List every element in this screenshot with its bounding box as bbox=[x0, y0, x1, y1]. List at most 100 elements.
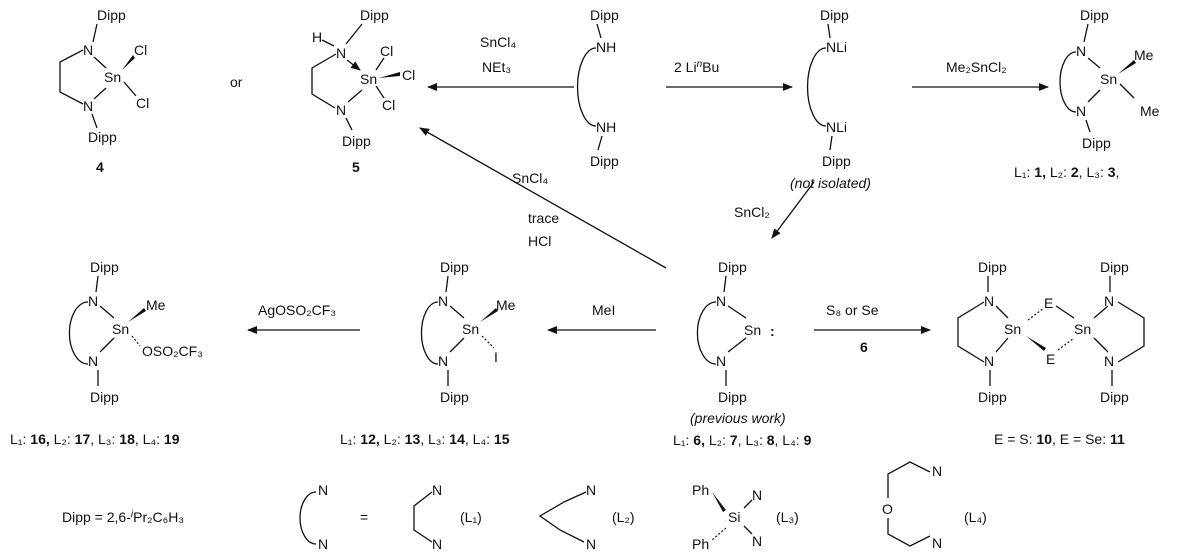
legend-l4: (L₄) bbox=[964, 509, 987, 525]
compound-5-cl-top: Cl bbox=[380, 43, 393, 59]
compound-4: Dipp N Sn N Dipp Cl Cl 4 bbox=[59, 7, 149, 175]
dimer-n-tl: N bbox=[984, 293, 994, 309]
diamine-nh-top: NH bbox=[596, 39, 616, 55]
c123-series: L₁: 1, L₂: 2, L₃: 3, bbox=[1014, 164, 1119, 180]
legend-l1: (L₁) bbox=[460, 509, 482, 525]
compound-5-label: 5 bbox=[352, 159, 360, 175]
compound-4-dipp-top: Dipp bbox=[97, 7, 126, 23]
legend-generic-n-top: N bbox=[318, 482, 328, 498]
c69-n-top: N bbox=[716, 293, 726, 309]
compounds-1-3: Dipp N Sn N Dipp Me Me L₁: 1, L₂: 2, L₃:… bbox=[1014, 7, 1160, 180]
reagent-trace: trace bbox=[528, 210, 559, 226]
legend-l2-n-top: N bbox=[586, 482, 596, 498]
c123-sn: Sn bbox=[1100, 71, 1117, 87]
dilithium-dipp-top: Dipp bbox=[820, 7, 849, 23]
c123-n-bottom: N bbox=[1076, 103, 1086, 119]
c1215-me: Me bbox=[496, 297, 516, 313]
c1215-dipp-top: Dipp bbox=[440, 259, 469, 275]
diamine-nh-bottom: NH bbox=[596, 119, 616, 135]
compound-4-n-top: N bbox=[83, 42, 93, 58]
dilithium-nli-bottom: NLi bbox=[826, 119, 847, 135]
legend-l3-ph-top: Ph bbox=[692, 482, 709, 498]
reagent-sncl2: SnCl₂ bbox=[734, 204, 770, 220]
compound-4-n-bottom: N bbox=[83, 98, 93, 114]
legend-l3-si: Si bbox=[728, 509, 740, 525]
legend-l2-n-bottom: N bbox=[586, 536, 596, 552]
c1619-sn: Sn bbox=[112, 321, 129, 337]
reagent-compound-6: 6 bbox=[860, 339, 868, 355]
or-text: or bbox=[230, 74, 243, 90]
legend-generic-n-bottom: N bbox=[318, 536, 328, 552]
triflates-16-19: Dipp N Sn Me OSO₂CF₃ N Dipp L₁: 16, L₂: … bbox=[10, 259, 203, 447]
legend: Dipp = 2,6-iPr₂C₆H₃ N N = N N (L₁) N N (… bbox=[62, 461, 987, 552]
dimers-10-11: Dipp N Sn N Dipp E E Sn N Dipp N Dipp E … bbox=[957, 259, 1145, 447]
legend-l4-o: O bbox=[882, 501, 893, 517]
compound-4-dipp-bottom: Dipp bbox=[88, 129, 117, 145]
c69-dipp-bottom: Dipp bbox=[718, 389, 747, 405]
dimer-n-tr: N bbox=[1104, 293, 1114, 309]
c123-dipp-bottom: Dipp bbox=[1082, 135, 1111, 151]
compound-4-cl-bottom: Cl bbox=[136, 95, 149, 111]
compound-5-n-top: N bbox=[336, 45, 346, 61]
c69-n-bottom: N bbox=[716, 353, 726, 369]
dimer-n-br: N bbox=[1104, 353, 1114, 369]
diamine-dipp-top: Dipp bbox=[590, 7, 619, 23]
not-isolated-note: (not isolated) bbox=[790, 175, 871, 191]
legend-l1-n-bottom: N bbox=[432, 536, 442, 552]
dimer-e-top: E bbox=[1044, 295, 1053, 311]
compound-5-sn: Sn bbox=[360, 71, 377, 87]
c1215-i: I bbox=[494, 349, 498, 365]
dimer-dipp-tr: Dipp bbox=[1100, 259, 1129, 275]
legend-l2: (L₂) bbox=[612, 509, 635, 525]
c123-me-bottom: Me bbox=[1140, 103, 1160, 119]
c69-series: L₁: 6, L₂: 7, L₃: 8, L₄: 9 bbox=[673, 432, 812, 448]
iodides-12-15: Dipp N Sn Me I N Dipp L₁: 12, L₂: 13, L₃… bbox=[340, 259, 516, 447]
c123-n-top: N bbox=[1076, 43, 1086, 59]
compound-5-h: H bbox=[312, 29, 322, 45]
dimer-dipp-tl: Dipp bbox=[978, 259, 1007, 275]
c1215-dipp-bottom: Dipp bbox=[440, 389, 469, 405]
legend-l3-n-top: N bbox=[752, 487, 762, 503]
c1619-n-top: N bbox=[88, 293, 98, 309]
arrow-sncl2 bbox=[771, 181, 815, 239]
legend-l3-ph-bottom: Ph bbox=[692, 536, 709, 552]
dimer-series: E = S: 10, E = Se: 11 bbox=[994, 431, 1125, 447]
compound-4-label: 4 bbox=[96, 159, 104, 175]
compound-5-dipp-bottom: Dipp bbox=[342, 133, 371, 149]
reagent-hcl: HCl bbox=[528, 233, 551, 249]
previous-work-note: (previous work) bbox=[690, 410, 786, 426]
dimer-e-bottom: E bbox=[1046, 351, 1055, 367]
legend-l1-n-top: N bbox=[432, 482, 442, 498]
dimer-n-bl: N bbox=[984, 353, 994, 369]
compound-5-dipp-top: Dipp bbox=[360, 7, 389, 23]
dimer-dipp-br: Dipp bbox=[1100, 389, 1129, 405]
c1215-series: L₁: 12, L₂: 13, L₃: 14, L₄: 15 bbox=[340, 431, 510, 447]
compound-5-cl-bottom: Cl bbox=[382, 97, 395, 113]
c123-me-top: Me bbox=[1134, 47, 1154, 63]
c1619-series: L₁: 16, L₂: 17, L₃: 18, L₄: 19 bbox=[10, 431, 180, 447]
compound-5: Dipp H N Sn N Dipp Cl Cl Cl 5 bbox=[311, 7, 415, 175]
arrow-to-5-diagonal bbox=[419, 127, 667, 269]
c1215-n-bottom: N bbox=[438, 353, 448, 369]
c1215-sn: Sn bbox=[462, 321, 479, 337]
c69-sn: Sn bbox=[744, 322, 761, 338]
dipp-definition: Dipp = 2,6-iPr₂C₆H₃ bbox=[62, 509, 184, 525]
legend-l3: (L₃) bbox=[776, 509, 799, 525]
c69-lone-pair: : bbox=[770, 323, 775, 339]
reagent-sncl4-top: SnCl₄ bbox=[480, 34, 516, 50]
c69-dipp-top: Dipp bbox=[718, 259, 747, 275]
c1619-dipp-top: Dipp bbox=[90, 259, 119, 275]
legend-equals: = bbox=[360, 509, 368, 525]
compound-4-sn: Sn bbox=[104, 69, 121, 85]
legend-l4-n-top: N bbox=[932, 463, 942, 479]
compound-4-cl-top: Cl bbox=[134, 42, 147, 58]
reagent-s8-se: S₈ or Se bbox=[826, 302, 879, 318]
dilithium-amide: Dipp NLi NLi Dipp (not isolated) bbox=[790, 7, 871, 191]
dilithium-dipp-bottom: Dipp bbox=[822, 153, 851, 169]
diamine-ligand: Dipp NH NH Dipp bbox=[576, 7, 619, 169]
reagent-libu: 2 LinBu bbox=[674, 59, 719, 75]
stannylenes-6-9: Dipp N Sn : N Dipp (previous work) L₁: 6… bbox=[673, 259, 812, 448]
dimer-sn-right: Sn bbox=[1074, 321, 1091, 337]
c1215-n-top: N bbox=[438, 293, 448, 309]
